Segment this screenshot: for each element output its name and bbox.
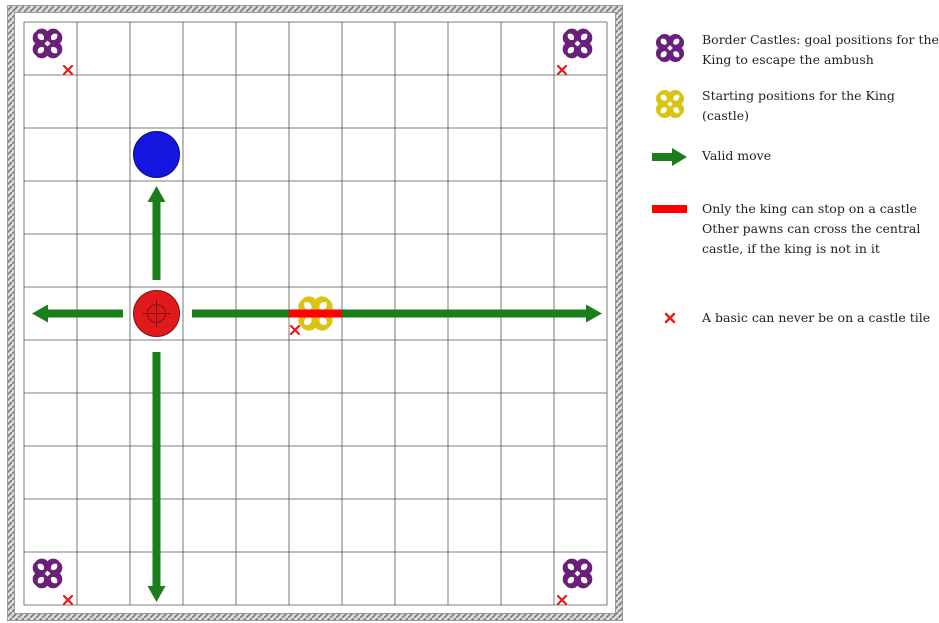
arrow-right-head <box>586 305 602 323</box>
game-board <box>0 0 630 623</box>
border-castle-icon <box>34 560 61 587</box>
legend-starting-positions-label: Starting positions for the King (castle) <box>702 86 939 126</box>
border-castle-icon <box>564 30 591 57</box>
legend-valid-move-label: Valid move <box>702 146 939 166</box>
castle-stop-bar <box>289 310 342 318</box>
border-castle-icon <box>564 560 591 587</box>
legend-basic-never-label: A basic can never be on a castle tile <box>702 308 939 328</box>
legend-border-castles-label: Border Castles: goal positions for the K… <box>702 30 939 70</box>
legend-only-king-label: Only the king can stop on a castle Other… <box>702 199 939 259</box>
arrow-right-icon <box>652 146 688 168</box>
arrow-left-shaft <box>46 310 123 318</box>
basic-forbidden-cross <box>291 326 299 334</box>
arrow-right-shaft <box>192 310 588 318</box>
red-bar-icon <box>652 199 688 221</box>
basic-forbidden-cross <box>558 66 566 74</box>
arrow-left-head <box>32 305 48 323</box>
basic-forbidden-cross <box>64 596 72 604</box>
basic-forbidden-cross <box>64 66 72 74</box>
celtic-knot-icon <box>652 86 688 122</box>
cross-icon <box>652 308 688 330</box>
move-arrows <box>32 186 602 602</box>
arrow-up-shaft <box>153 200 161 280</box>
basic-forbidden-cross <box>558 596 566 604</box>
blue-pawn <box>134 132 180 178</box>
celtic-knot-icon <box>652 30 688 66</box>
arrow-down-head <box>148 586 166 602</box>
arrow-up-head <box>148 186 166 202</box>
border-castle-icon <box>34 30 61 57</box>
arrow-down-shaft <box>153 352 161 588</box>
